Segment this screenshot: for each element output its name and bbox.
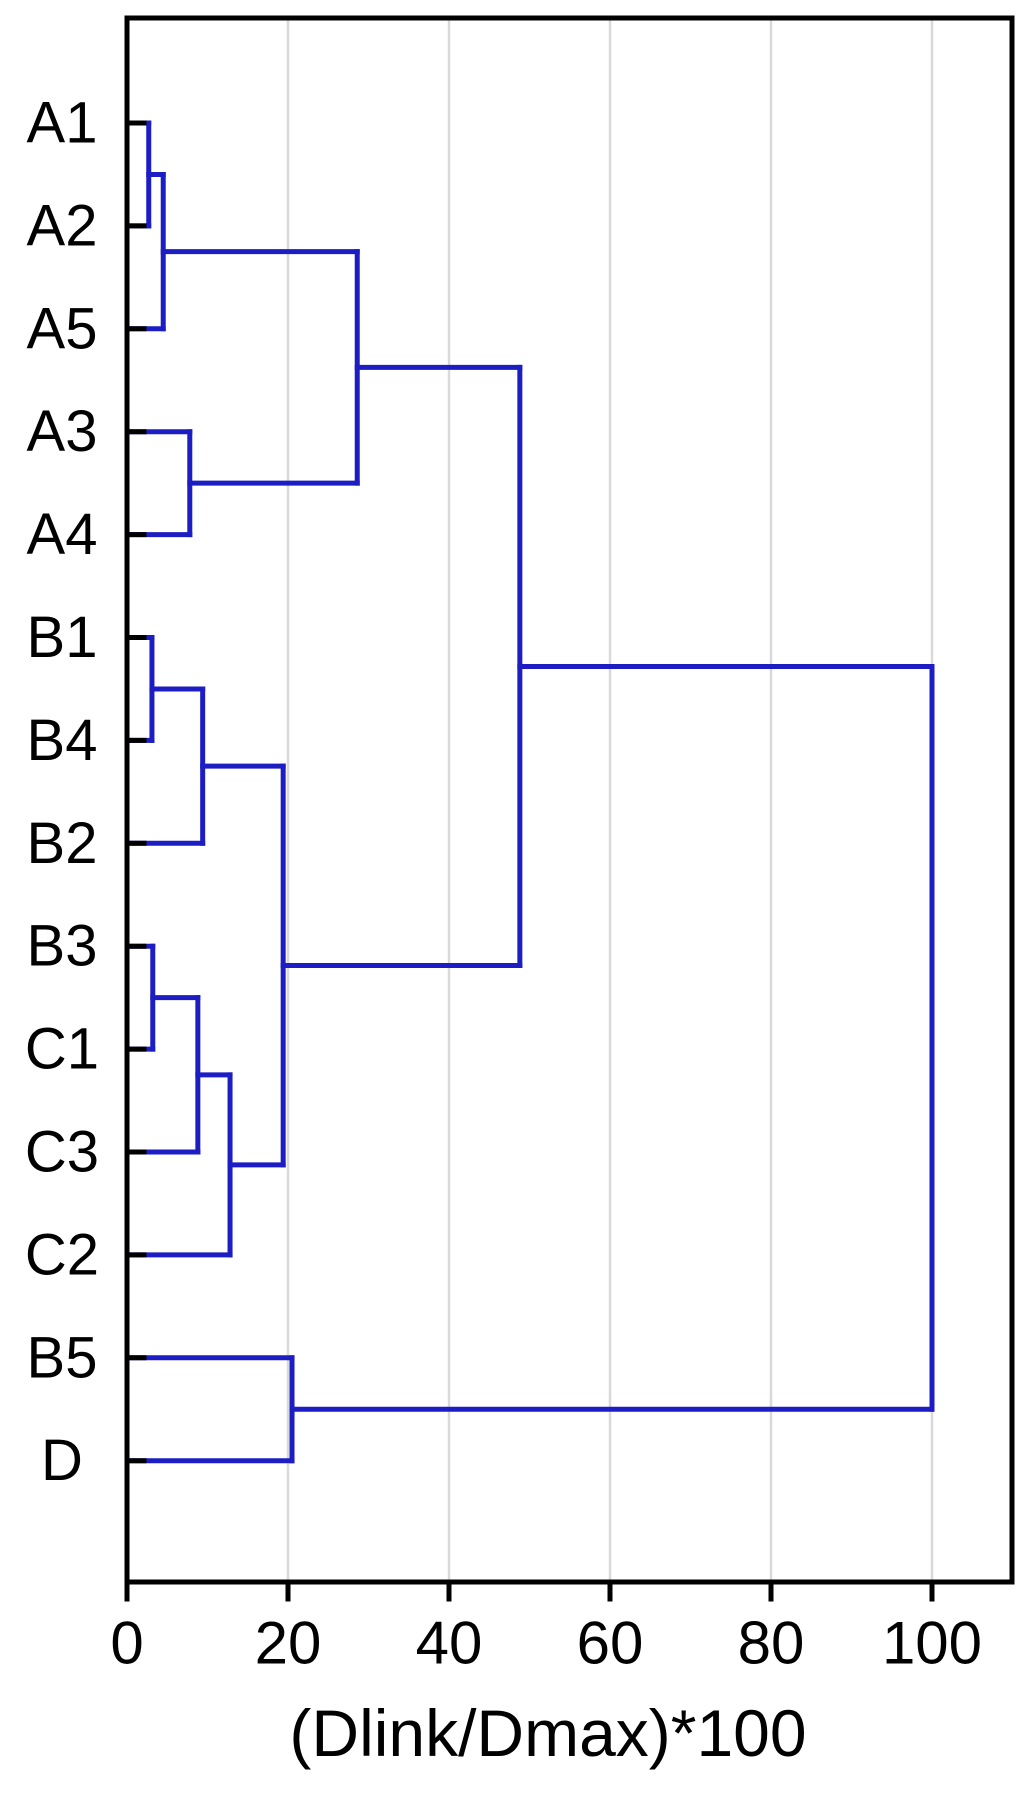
- dendrogram-links: [124, 120, 935, 1464]
- leaf-label: C2: [25, 1222, 99, 1287]
- x-tick-label: 0: [110, 1610, 143, 1677]
- x-tick-label: 20: [255, 1610, 322, 1677]
- x-tick-label: 80: [738, 1610, 805, 1677]
- leaf-label: A5: [27, 296, 98, 361]
- x-axis-title: (Dlink/Dmax)*100: [289, 1696, 806, 1770]
- left-axis-leaf-ticks: [124, 120, 147, 1464]
- leaf-label: B1: [27, 605, 98, 670]
- leaf-label: B5: [27, 1325, 98, 1390]
- leaf-label: D: [41, 1428, 83, 1493]
- leaf-label: A3: [27, 399, 98, 464]
- leaf-label: A1: [27, 91, 98, 156]
- leaf-label: B4: [27, 708, 98, 773]
- x-tick-label: 40: [416, 1610, 483, 1677]
- x-axis-tick-marks: [124, 1579, 935, 1602]
- leaf-label: A2: [27, 193, 98, 258]
- x-tick-label: 100: [882, 1610, 982, 1677]
- leaf-label: B2: [27, 811, 98, 876]
- plot-border: [124, 15, 1015, 1585]
- x-axis-tick-labels: 0 20 40 60 80 100: [110, 1610, 982, 1677]
- leaf-label: C1: [25, 1017, 99, 1082]
- x-tick-label: 60: [577, 1610, 644, 1677]
- leaf-label: A4: [27, 502, 98, 567]
- gridlines: [286, 16, 934, 1584]
- leaf-label: C3: [25, 1120, 99, 1185]
- leaf-label: B3: [27, 914, 98, 979]
